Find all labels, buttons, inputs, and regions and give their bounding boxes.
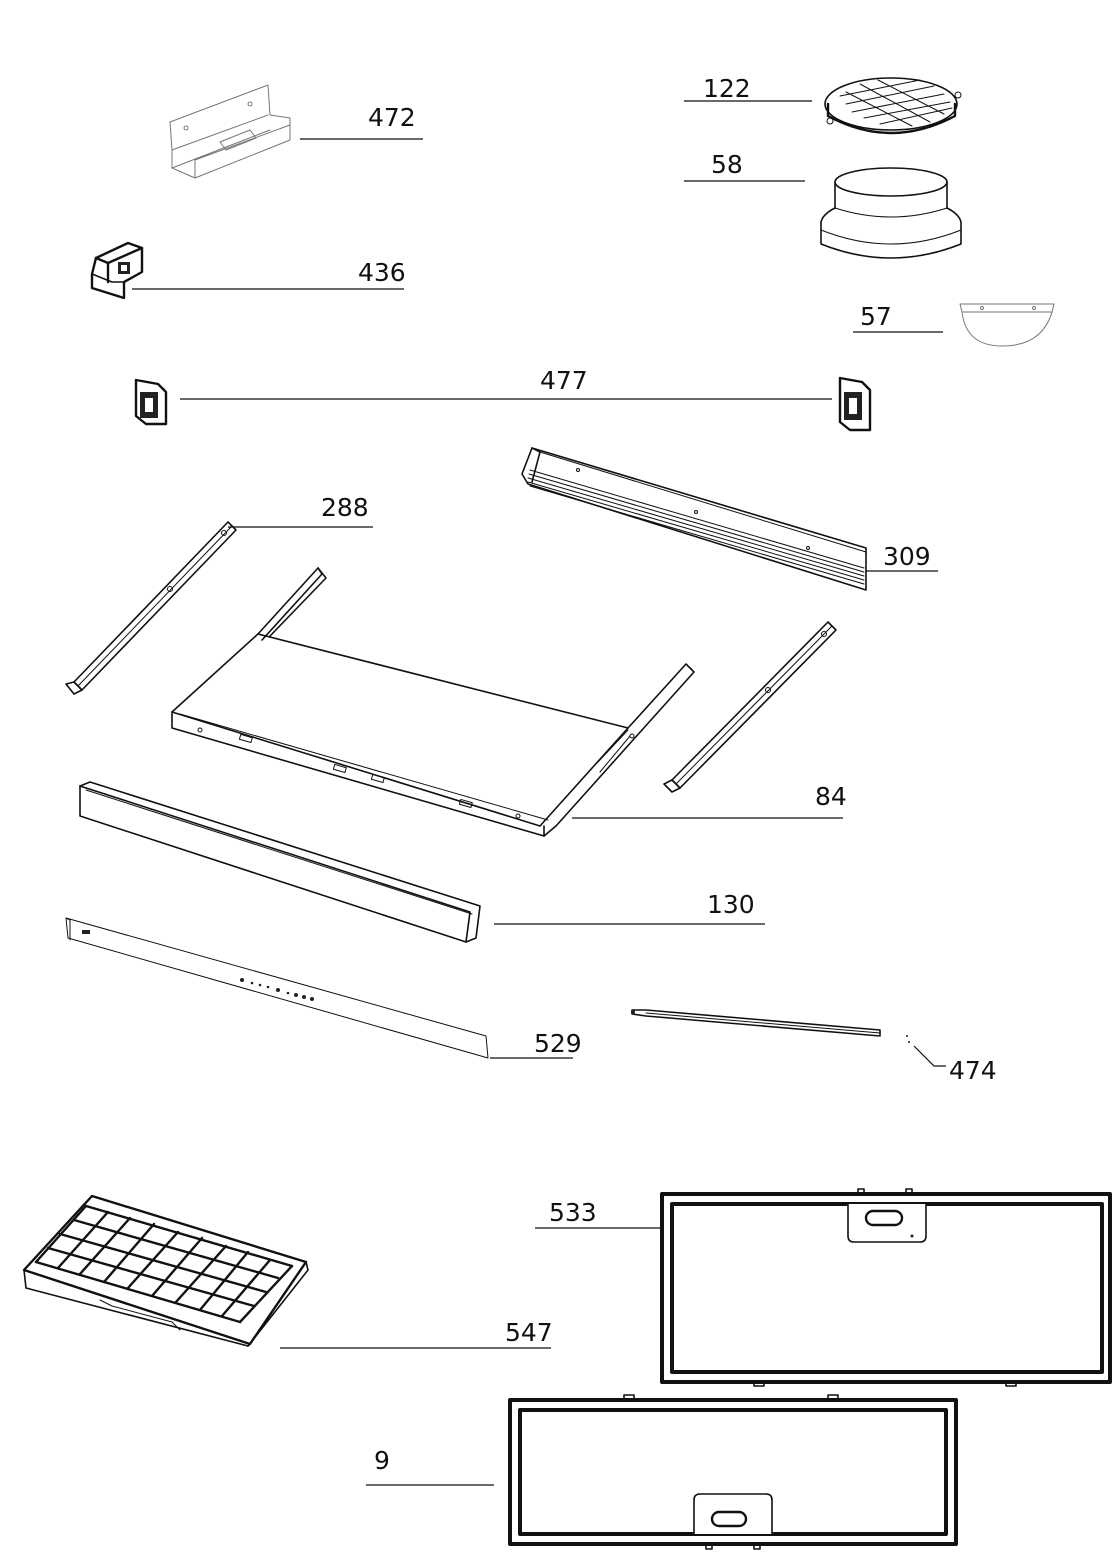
part-477-clip-left [134, 378, 168, 426]
callout-122: 122 [684, 74, 812, 103]
label-547: 547 [505, 1318, 553, 1347]
part-57-cover [959, 303, 1055, 347]
label-474: 474 [949, 1056, 997, 1085]
label-533: 533 [549, 1198, 597, 1227]
callout-58: 58 [684, 150, 805, 182]
part-130-front-strip [79, 781, 481, 943]
callout-57: 57 [853, 302, 943, 333]
part-122-grille [824, 77, 962, 135]
callout-529: 529 [490, 1029, 582, 1059]
label-288: 288 [321, 493, 369, 522]
label-472: 472 [368, 103, 416, 132]
callout-309: 309 [866, 542, 938, 572]
part-474-rod [631, 1009, 910, 1043]
label-130: 130 [707, 890, 755, 919]
part-529-control-strip [65, 917, 489, 1059]
part-477-clip-right [838, 376, 872, 432]
label-122: 122 [703, 74, 751, 103]
callout-547: 547 [280, 1318, 553, 1349]
part-472-bracket [169, 84, 291, 179]
part-84-hood-body [171, 567, 695, 837]
label-57: 57 [860, 302, 892, 331]
callout-472: 472 [300, 103, 423, 140]
callout-130: 130 [494, 890, 765, 925]
callout-533: 533 [535, 1198, 662, 1229]
label-529: 529 [534, 1029, 582, 1058]
label-9: 9 [374, 1446, 390, 1475]
label-58: 58 [711, 150, 743, 179]
part-288-rail-left [65, 521, 237, 695]
part-533-grease-filter [660, 1188, 1112, 1387]
label-477: 477 [540, 366, 588, 395]
callout-436: 436 [132, 258, 406, 290]
label-84: 84 [815, 782, 847, 811]
control-buttons [240, 978, 314, 1001]
callout-288: 288 [228, 493, 373, 528]
callout-477: 477 [180, 366, 832, 400]
callout-474: 474 [913, 1045, 997, 1085]
label-436: 436 [358, 258, 406, 287]
part-309-louvre-bar [521, 447, 867, 591]
part-288-rail-right [663, 621, 837, 793]
part-9-grease-filter [508, 1394, 958, 1550]
part-58-duct-collar [820, 167, 962, 259]
callout-84: 84 [572, 782, 847, 819]
part-436-clip [90, 241, 144, 300]
label-309: 309 [883, 542, 931, 571]
part-547-filter-tray [22, 1194, 309, 1347]
filter-grid [34, 1204, 294, 1324]
callout-9: 9 [366, 1446, 494, 1486]
